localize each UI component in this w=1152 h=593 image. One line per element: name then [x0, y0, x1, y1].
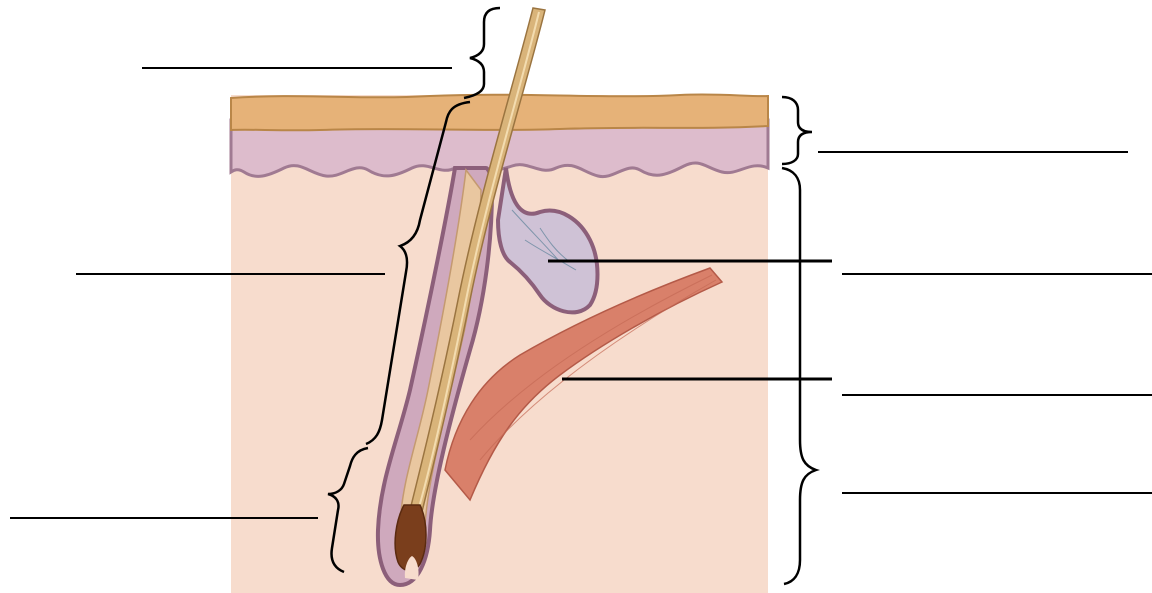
brace-epidermis — [782, 97, 812, 164]
epidermis-top-layer — [231, 94, 768, 130]
brace-hair-shaft — [464, 8, 500, 98]
brace-dermis — [782, 168, 816, 584]
skin-illustration — [231, 8, 768, 593]
